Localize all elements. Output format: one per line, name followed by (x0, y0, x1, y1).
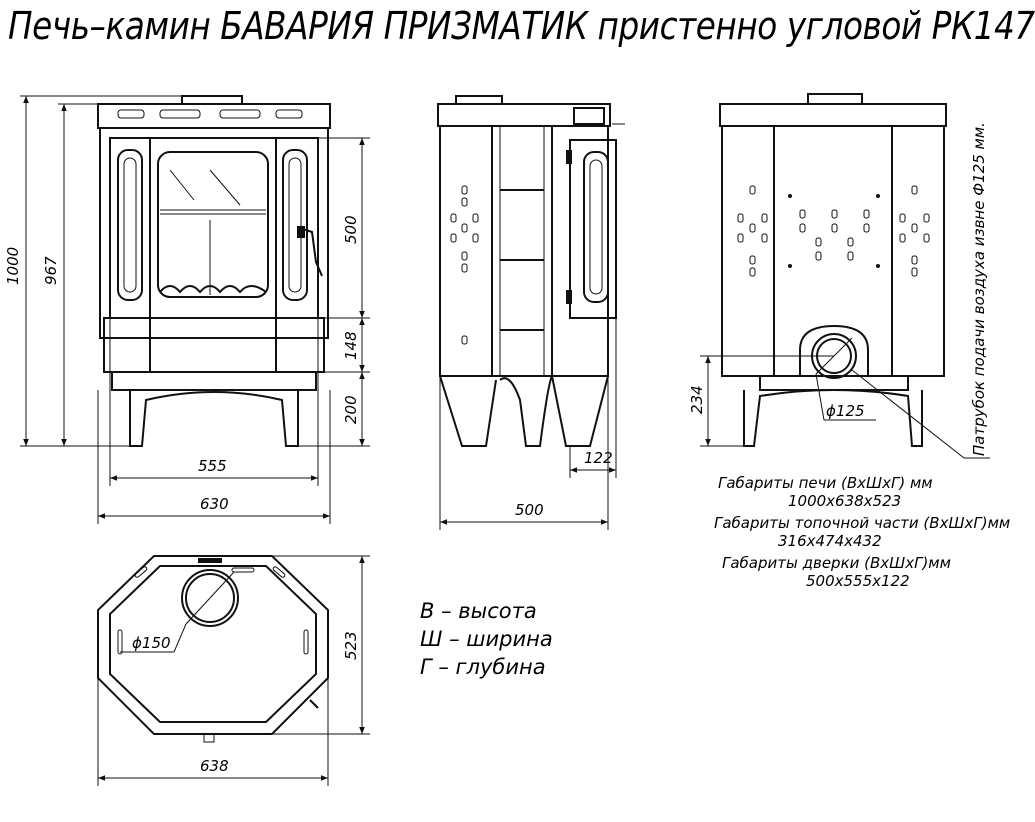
spec-value-1: 1000х638х523 (788, 492, 901, 510)
dim-door-depth: 122 (584, 449, 613, 467)
legend-depth: Г – глубина (420, 655, 546, 679)
legend-height: В – высота (420, 599, 537, 623)
spec-label-3: Габариты дверки (ВхШхГ)мм (722, 554, 951, 572)
front-view: 1000 967 500 148 200 555 630 (4, 95, 370, 524)
specs-block: Габариты печи (ВхШхГ) мм 1000х638х523 Га… (714, 474, 1010, 590)
dim-gap: 148 (342, 331, 360, 360)
dim-legs: 200 (342, 395, 360, 424)
spec-value-3: 500х555х122 (806, 572, 910, 590)
drawing-title: Печь–камин БАВАРИЯ ПРИЗМАТИК пристенно у… (8, 4, 1035, 48)
legend-width: Ш – ширина (420, 627, 553, 651)
spec-value-2: 316х474х432 (778, 532, 882, 550)
dim-outer-width: 630 (200, 495, 229, 513)
pipe-note: Патрубок подачи воздуха извне Ф125 мм. (970, 122, 988, 456)
dim-total-height: 1000 (4, 247, 22, 285)
dim-flue-diameter: ϕ150 (132, 634, 171, 652)
dim-inner-width: 555 (198, 457, 227, 475)
side-view: 122 500 (437, 95, 625, 530)
dim-body-height: 967 (42, 256, 60, 285)
spec-label-1: Габариты печи (ВхШхГ) мм (718, 474, 933, 492)
spec-label-2: Габариты топочной части (ВхШхГ)мм (714, 514, 1010, 532)
dim-pipe-diameter: ϕ125 (826, 402, 865, 420)
rear-view: 234 ϕ125 Патрубок подачи воздуха извне Ф… (688, 93, 990, 459)
dim-side-depth: 500 (515, 501, 544, 519)
dim-pipe-height: 234 (688, 385, 706, 414)
technical-drawing: 1000 967 500 148 200 555 630 (4, 93, 1010, 786)
dim-top-depth: 523 (342, 631, 360, 660)
dim-top-width: 638 (200, 757, 229, 775)
legend: В – высота Ш – ширина Г – глубина (420, 599, 553, 679)
dim-door-height: 500 (342, 215, 360, 244)
top-view: ϕ150 523 638 (97, 555, 370, 786)
